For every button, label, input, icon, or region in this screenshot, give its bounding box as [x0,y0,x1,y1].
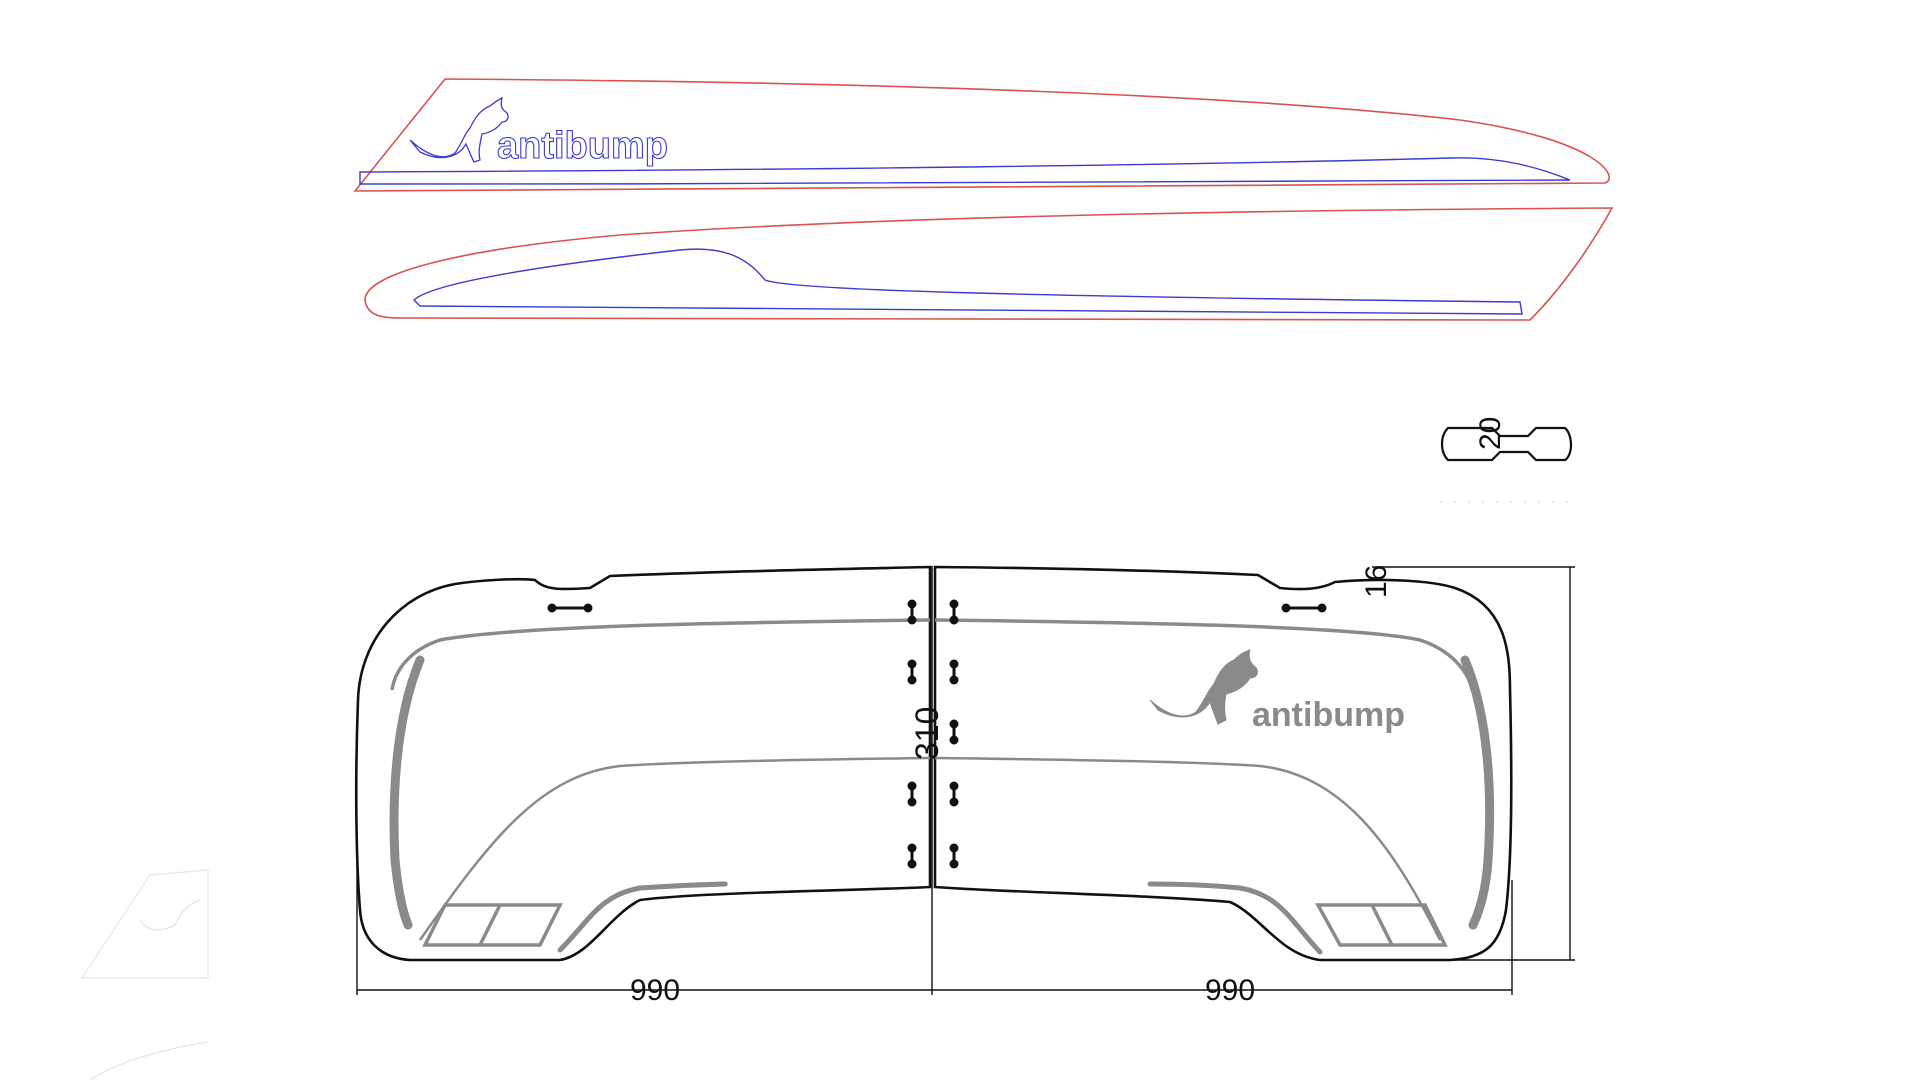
width-left-dimension: 990 [630,974,680,1007]
top-view-left-side-strip [389,655,425,930]
top-view-left-inner-contour [390,618,931,691]
top-offset-dimension: 16 [1360,565,1393,598]
side-profile-upper-inner-outline [359,157,1571,185]
top-view-right-outline [933,565,1513,962]
kangaroo-icon [1149,649,1258,725]
top-view-fastener-slots [547,599,1327,869]
fastener-slot [949,843,959,869]
top-view-right-bottom-strip [1147,881,1323,955]
dimension-lines [356,566,1575,995]
brand-logo-side-upper: antibump [497,125,668,167]
side-profile-lower-outer-outline [364,207,1614,321]
clip-detail: 20 [1440,417,1573,503]
side-profile-lower-inner-outline [412,248,1523,315]
side-profile-lower [364,207,1614,321]
top-view-right-inner-curve [934,756,1442,941]
brand-logo-top-view: antibump [1252,696,1405,734]
top-view-left-inner-curve [418,756,931,941]
top-view-right-inner-contour [934,618,1474,691]
fastener-slot [1281,603,1327,613]
side-profile-upper: antibump [353,78,1610,192]
fastener-slot [949,781,959,807]
width-right-dimension: 990 [1205,974,1255,1007]
fastener-slot [907,659,917,685]
fastener-slot [907,781,917,807]
fastener-slot [949,659,959,685]
top-view-left-vent [422,903,563,947]
top-view-right-vent [1315,903,1448,947]
top-view: antibump 310 16 [354,565,1513,962]
fastener-slot [907,843,917,869]
fastener-slot [547,603,593,613]
clip-outline [1440,426,1573,462]
top-view-left-bottom-strip [557,881,728,953]
fastener-slot [949,599,959,625]
top-view-right-side-strip [1460,655,1495,930]
clip-thickness-label: 20 [1474,417,1507,450]
ghost-thumbnail [80,869,209,1081]
fastener-slot [949,719,959,745]
kangaroo-icon [409,96,509,163]
height-center-dimension: 310 [909,707,945,760]
top-view-left-outline [354,565,932,962]
fastener-slot [907,599,917,625]
